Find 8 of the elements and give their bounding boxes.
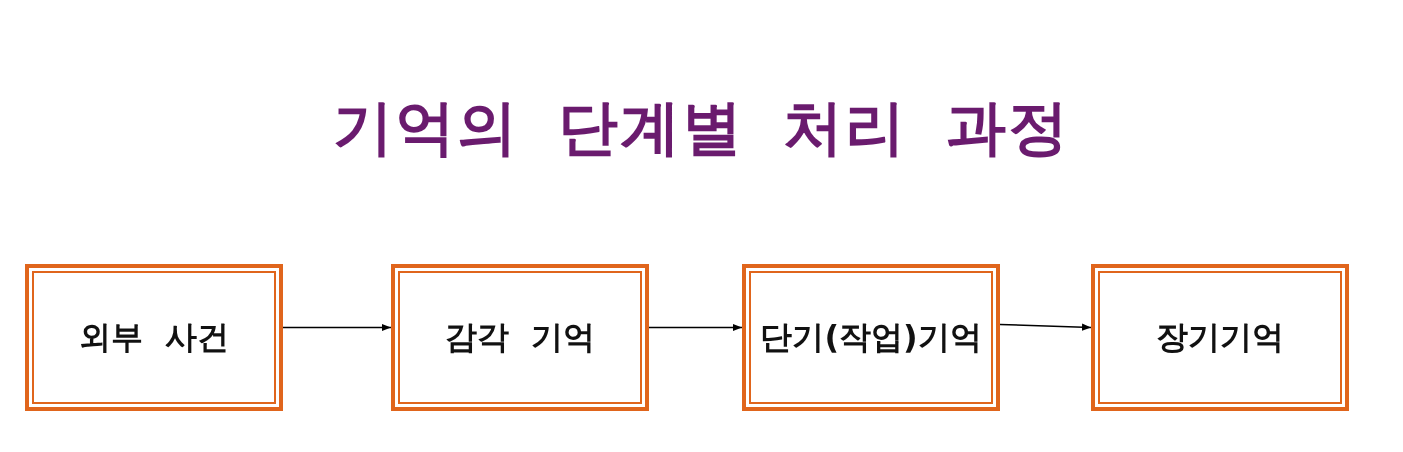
- process-box: 외부 사건: [25, 264, 283, 411]
- arrow: [648, 323, 743, 332]
- arrow: [999, 323, 1092, 331]
- process-box: 단기(작업)기억: [742, 264, 1000, 411]
- title: 기억의 단계별 처리 과정: [332, 91, 1071, 164]
- arrow: [282, 323, 392, 332]
- process-box: 장기기억: [1091, 264, 1349, 411]
- process-box: 감각 기억: [391, 264, 649, 411]
